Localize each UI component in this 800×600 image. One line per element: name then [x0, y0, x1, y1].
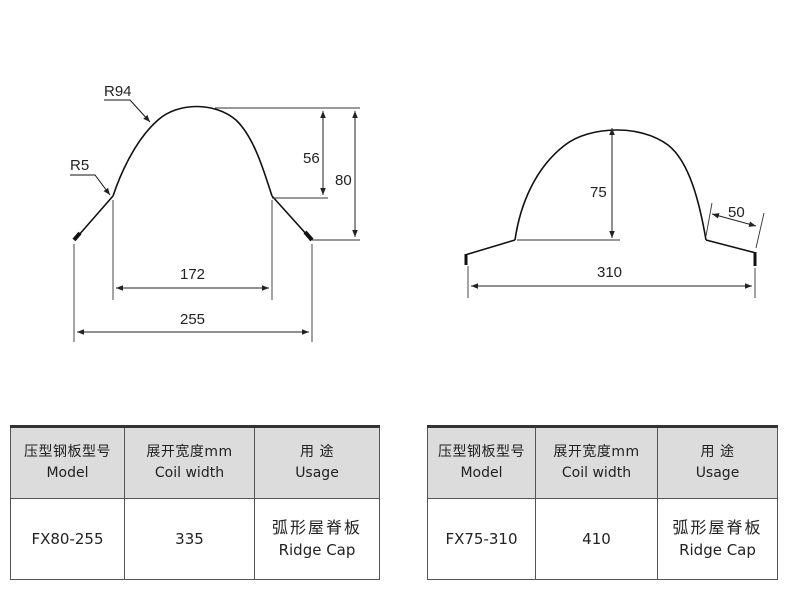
header-usage-zh: 用 途 — [300, 444, 334, 460]
spec-table-fx80-255: 压型钢板型号 Model 展开宽度mm Coil width 用 途 Usage… — [10, 425, 380, 580]
table-row: FX80-255 335 弧形屋脊板 Ridge Cap — [10, 498, 380, 580]
header-model-zh: 压型钢板型号 — [438, 444, 525, 460]
profile-fx75-310 — [464, 129, 757, 266]
cell-coil-width: 410 — [535, 498, 658, 580]
header-coil-en: Coil width — [154, 465, 225, 481]
header-model: 压型钢板型号 Model — [10, 425, 125, 499]
cell-usage-en: Ridge Cap — [679, 541, 756, 559]
cell-usage-zh: 弧形屋脊板 — [271, 518, 362, 537]
dim-255-label: 255 — [180, 311, 205, 328]
dim-56-label: 56 — [303, 150, 320, 167]
profile-fx80-255 — [72, 105, 314, 242]
header-coil-en: Coil width — [561, 465, 632, 481]
header-usage-zh: 用 途 — [700, 444, 735, 460]
spec-table-fx75-310: 压型钢板型号 Model 展开宽度mm Coil width 用 途 Usage… — [427, 425, 778, 580]
dim-line-50 — [711, 213, 757, 227]
cell-coil-width: 335 — [124, 498, 255, 580]
header-model-en: Model — [460, 465, 503, 481]
r5-leader — [70, 174, 111, 196]
dim-80-label: 80 — [335, 172, 352, 189]
header-coil-width: 展开宽度mm Coil width — [124, 425, 255, 499]
r94-label: R94 — [104, 83, 132, 100]
right-flange — [271, 195, 309, 237]
table-row: FX75-310 410 弧形屋脊板 Ridge Cap — [427, 498, 778, 580]
cell-model: FX75-310 — [427, 498, 536, 580]
header-coil-zh: 展开宽度mm — [146, 444, 233, 460]
header-usage: 用 途 Usage — [657, 425, 778, 499]
header-usage-en: Usage — [295, 465, 339, 481]
header-usage: 用 途 Usage — [254, 425, 380, 499]
left-hem — [72, 231, 82, 242]
left-flange-2 — [464, 239, 516, 256]
dim-75-label: 75 — [590, 184, 607, 201]
dim-50-label: 50 — [728, 204, 745, 221]
right-hem — [303, 230, 314, 242]
ext-line-flange-a — [705, 202, 713, 237]
header-model: 压型钢板型号 Model — [427, 425, 536, 499]
header-usage-en: Usage — [695, 465, 740, 481]
ext-line-flange-b — [755, 212, 765, 249]
header-coil-width: 展开宽度mm Coil width — [535, 425, 658, 499]
r5-label: R5 — [70, 157, 89, 174]
header-coil-zh: 展开宽度mm — [553, 444, 640, 460]
header-model-zh: 压型钢板型号 — [24, 444, 111, 460]
header-model-en: Model — [46, 465, 89, 481]
dim-310-label: 310 — [597, 264, 622, 281]
ridge-cap-profile-curve — [112, 105, 273, 197]
cell-model: FX80-255 — [10, 498, 125, 580]
cell-usage: 弧形屋脊板 Ridge Cap — [254, 498, 380, 580]
cell-usage-en: Ridge Cap — [278, 541, 356, 559]
r94-leader — [104, 99, 151, 123]
dim-172-label: 172 — [180, 266, 205, 283]
cell-usage-zh: 弧形屋脊板 — [672, 518, 763, 537]
right-flange-2 — [705, 239, 757, 254]
cell-usage: 弧形屋脊板 Ridge Cap — [657, 498, 778, 580]
ridge-cap-profile-curve-2 — [514, 129, 707, 241]
left-flange — [77, 195, 114, 237]
